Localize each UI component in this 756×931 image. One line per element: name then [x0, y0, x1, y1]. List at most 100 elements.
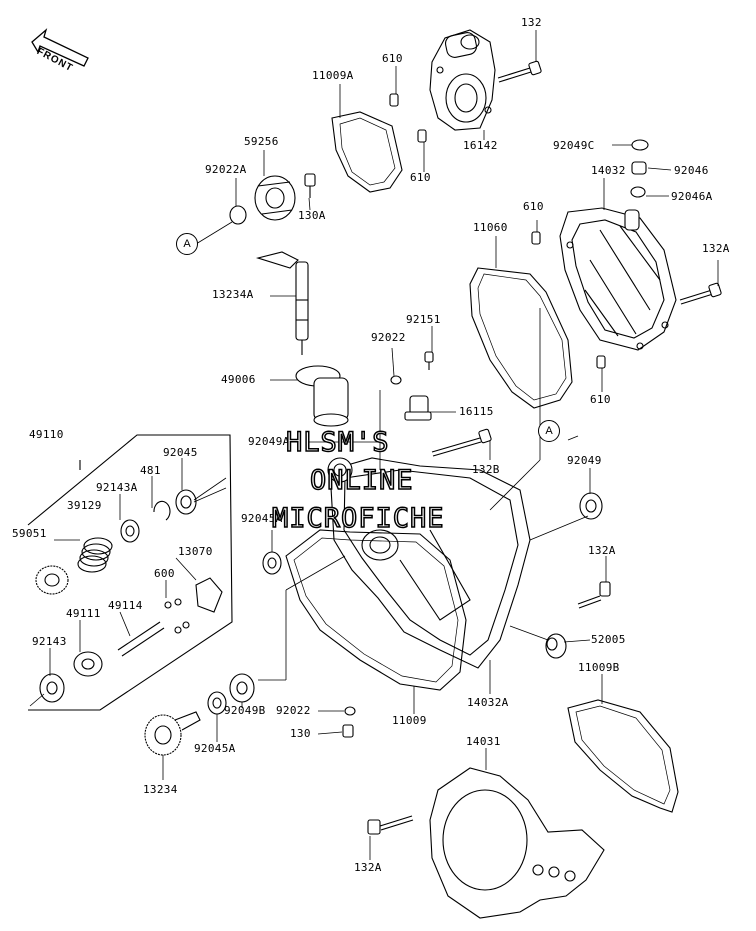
label-610: 610: [523, 200, 544, 213]
component-49006: [296, 366, 348, 426]
label-16115: 16115: [459, 405, 494, 418]
bolt-132: [498, 61, 542, 82]
label-92151: 92151: [406, 313, 441, 326]
dowel-pin-610: [532, 232, 540, 244]
reference-mark-a: A: [538, 420, 560, 442]
label-39129: 39129: [67, 499, 102, 512]
washer-92022a: [230, 206, 246, 224]
label-610: 610: [410, 171, 431, 184]
label-132a: 132A: [702, 242, 730, 255]
label-92049: 92049: [567, 454, 602, 467]
dowel-pin-610: [390, 94, 398, 106]
sensor-16115: [405, 396, 431, 420]
bolt-132a: [578, 582, 610, 608]
seal-92143: [40, 674, 64, 702]
label-49006: 49006: [221, 373, 256, 386]
oil-seal-92045a: [263, 552, 281, 574]
label-130: 130: [290, 727, 311, 740]
bolt-130: [343, 725, 353, 737]
reference-mark-a: A: [176, 233, 198, 255]
label-49114: 49114: [108, 599, 143, 612]
label-49110: 49110: [29, 428, 64, 441]
watermark-line-1: HLSM'S: [285, 426, 390, 459]
impeller-59256: [255, 176, 295, 220]
label-92045: 92045: [163, 446, 198, 459]
label-92046a: 92046A: [671, 190, 713, 203]
label-92143: 92143: [32, 635, 67, 648]
leader-lines: [30, 30, 718, 860]
pump-shaft-13234a: [258, 252, 308, 355]
label-11060: 11060: [473, 221, 508, 234]
label-92022: 92022: [276, 704, 311, 717]
component-49111: [74, 652, 102, 676]
shaft-49114: [118, 622, 164, 656]
bushing-92046: [632, 162, 646, 174]
oil-seal-92045: [176, 490, 196, 514]
label-92022a: 92022A: [205, 163, 247, 176]
label-14032: 14032: [591, 164, 626, 177]
water-pump-cover-16142: [430, 30, 495, 130]
label-92143a: 92143A: [96, 481, 138, 494]
label-13234: 13234: [143, 783, 178, 796]
label-610: 610: [382, 52, 403, 65]
bolt-130a: [305, 174, 315, 198]
label-13234a: 13234A: [212, 288, 254, 301]
label-11009a: 11009A: [312, 69, 354, 82]
label-14031: 14031: [466, 735, 501, 748]
watermark-line-2: ONLINE: [309, 464, 414, 497]
label-92045a: 92045A: [241, 512, 283, 525]
ring-92049c: [632, 140, 648, 150]
label-11009b: 11009B: [578, 661, 620, 674]
label-92046: 92046: [674, 164, 709, 177]
label-59256: 59256: [244, 135, 279, 148]
gear-13234: [145, 712, 200, 755]
circlip-481: [154, 501, 170, 520]
front-arrow-icon: [32, 30, 88, 66]
cover-14032: [560, 208, 676, 350]
label-92022: 92022: [371, 331, 406, 344]
label-481: 481: [140, 464, 161, 477]
label-610: 610: [590, 393, 611, 406]
bolt-132a: [368, 816, 413, 834]
label-600: 600: [154, 567, 175, 580]
label-92049b: 92049B: [224, 704, 266, 717]
washer-92022: [391, 376, 401, 384]
bushing-92046a: [631, 187, 645, 197]
label-49111: 49111: [66, 607, 101, 620]
subassembly-box-49110: [28, 435, 232, 710]
gasket-11009a: [332, 112, 402, 192]
watermark-line-3: MICROFICHE: [271, 502, 445, 535]
label-132a: 132A: [588, 544, 616, 557]
plug-52005: [546, 634, 566, 658]
label-14032a: 14032A: [467, 696, 509, 709]
bolt-132b: [432, 429, 492, 456]
label-59051: 59051: [12, 527, 47, 540]
label-130a: 130A: [298, 209, 326, 222]
label-92049a: 92049A: [248, 435, 290, 448]
dowel-pin-610: [418, 130, 426, 142]
gasket-11009: [286, 530, 466, 690]
dowel-pin-610: [597, 356, 605, 368]
label-52005: 52005: [591, 633, 626, 646]
gasket-11060: [470, 268, 572, 408]
gear-59051: [36, 566, 68, 594]
washer-92022: [345, 707, 355, 715]
label-132: 132: [521, 16, 542, 29]
label-92045a: 92045A: [194, 742, 236, 755]
ball-600: [165, 602, 171, 608]
label-132b: 132B: [472, 463, 500, 476]
label-11009: 11009: [392, 714, 427, 727]
label-132a: 132A: [354, 861, 382, 874]
label-92049c: 92049C: [553, 139, 595, 152]
seal-92049b: [230, 674, 254, 702]
outer-cover-14031: [430, 768, 604, 918]
bolt-132a: [680, 283, 722, 304]
washer-92143a: [121, 520, 139, 542]
clutch-cover-14032a: [328, 458, 530, 668]
label-16142: 16142: [463, 139, 498, 152]
label-13070: 13070: [178, 545, 213, 558]
oil-seal-92049: [580, 493, 602, 519]
component-13070: [196, 578, 222, 612]
gasket-11009b: [568, 700, 678, 812]
